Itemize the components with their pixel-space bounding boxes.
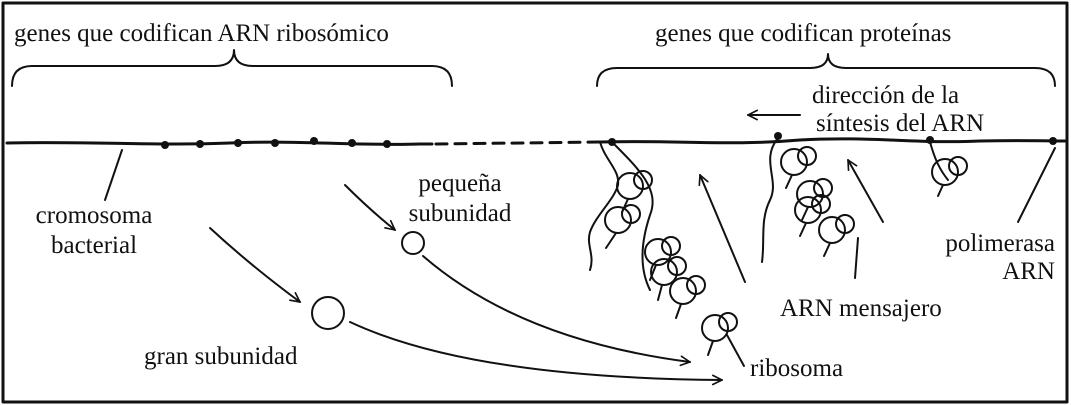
mrna-strand (611, 141, 654, 291)
label-polymerase-line1: polimerasa (945, 230, 1055, 257)
polymerase-dot (774, 132, 782, 140)
rna-polymerase-dots (161, 132, 1057, 149)
ribosome-icon (604, 204, 641, 249)
label-large-subunit: gran subunidad (144, 343, 298, 370)
bacterial-chromosome-right (598, 137, 1069, 145)
ribosome-group (604, 146, 968, 356)
polymerase-dot (348, 139, 356, 147)
label-ribosome: ribosoma (750, 355, 844, 382)
polymerase-dot (383, 140, 391, 148)
polymerase-dot (161, 141, 169, 149)
label-small-subunit-line1: pequeña (418, 170, 502, 197)
label-rna-synthesis-line1: dirección de la (812, 82, 960, 109)
polymerase-dot (1049, 137, 1057, 145)
chromosome-dashed-segment (434, 140, 602, 146)
label-protein-genes: genes que codifican proteínas (655, 20, 952, 47)
ribosome-icon (794, 194, 831, 237)
mrna-strand-group (588, 137, 949, 291)
polymerase-dot (196, 140, 204, 148)
small-subunit (401, 231, 425, 255)
label-polymerase-line2: ARN (1002, 258, 1055, 285)
mrna-arrow (847, 159, 884, 223)
arrow-large-to-ribosome (349, 321, 723, 386)
bacterial-chromosome (5, 140, 434, 146)
polymerase-dot (234, 139, 242, 147)
label-rna-synthesis-line2: síntesis del ARN (816, 110, 985, 137)
mrna-arrow (698, 174, 746, 283)
ribosome-icon (669, 275, 706, 319)
arrow-to-small-subunit (344, 184, 396, 231)
ribosome-icon (818, 214, 855, 257)
mrna-strand (761, 137, 779, 263)
polymerase-dot (271, 139, 279, 147)
arrow-to-large-subunit (209, 227, 301, 303)
ribosome-icon (796, 178, 833, 221)
mrna-strand (929, 141, 949, 181)
ribosome-icon (931, 156, 968, 197)
protein-genes-brace (596, 53, 1056, 87)
ribosome-icon (780, 146, 817, 189)
ribosome-icon (701, 312, 738, 356)
ribosome-icon (644, 236, 681, 281)
label-mrna: ARN mensajero (780, 295, 942, 322)
label-chromosome-line2: bacterial (50, 232, 138, 259)
label-rrna-genes: genes que codifican ARN ribosómico (14, 20, 389, 47)
mrna-strand (588, 141, 620, 271)
mrna-leader-line (854, 237, 859, 279)
arrow-small-to-ribosome (422, 255, 691, 367)
label-small-subunit-line2: subunidad (408, 200, 512, 227)
chromosome-leader-line (104, 149, 123, 201)
ribosome-icon (650, 256, 687, 301)
polymerase-leader-line (1017, 147, 1056, 223)
large-subunit (311, 296, 345, 330)
polymerase-dot (310, 137, 318, 145)
polymerase-dot (926, 136, 934, 144)
ribosome-leader-line (726, 334, 745, 367)
label-chromosome-line1: cromosoma (35, 202, 153, 229)
rrna-genes-brace (11, 49, 453, 87)
